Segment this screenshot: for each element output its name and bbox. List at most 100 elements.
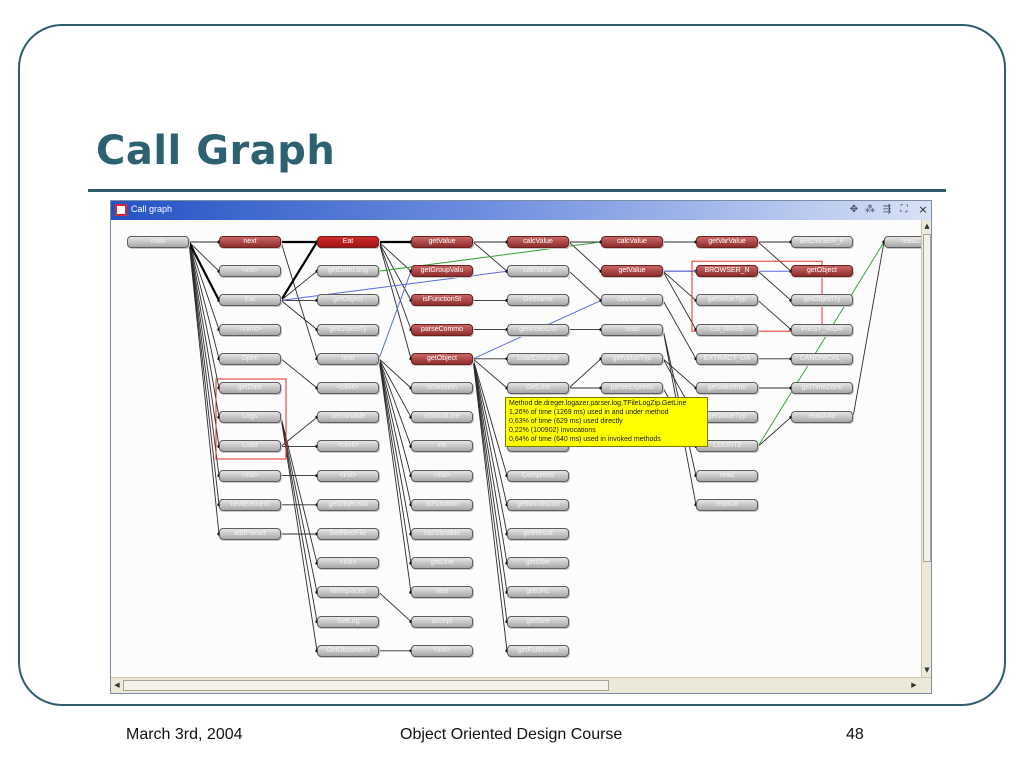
graph-node[interactable]: Logs <box>219 411 281 424</box>
graph-node[interactable]: GetName <box>507 294 569 307</box>
graph-node[interactable]: getValueInte <box>696 382 758 394</box>
horizontal-scrollbar[interactable]: ◀ ▶ <box>111 677 931 693</box>
expand-icon[interactable]: ⇶ <box>882 204 892 215</box>
layout-icon[interactable]: ✥ <box>849 204 859 215</box>
graph-node[interactable]: getSize <box>507 615 569 628</box>
graph-node[interactable]: getMonthCod <box>507 498 569 511</box>
graph-node[interactable]: Load <box>219 440 281 453</box>
graph-node[interactable]: accept <box>411 615 473 628</box>
graph-node[interactable]: GetLog <box>317 615 379 628</box>
graph-node[interactable]: getObjectTy <box>317 323 379 336</box>
graph-node[interactable]: <init> <box>411 469 473 482</box>
graph-node[interactable]: isSession <box>411 382 473 394</box>
graph-node[interactable]: nextElement <box>219 498 281 511</box>
window-titlebar[interactable]: Call graph ✥ ⁂ ⇶ ⛶ × <box>111 201 931 220</box>
scroll-left-icon[interactable]: ◀ <box>114 681 120 689</box>
graph-node[interactable]: calcValue <box>507 236 569 248</box>
graph-node[interactable]: <clinit> <box>219 323 281 336</box>
graph-node[interactable]: isGoodLine <box>411 411 473 424</box>
graph-node[interactable]: main <box>127 236 189 248</box>
close-icon[interactable]: × <box>918 203 928 216</box>
graph-node[interactable]: getValue <box>411 236 473 248</box>
graph-node[interactable]: getGroupValu <box>411 265 473 278</box>
graph-node[interactable]: getValueTyp <box>601 352 663 365</box>
graph-node[interactable]: getLine <box>411 557 473 570</box>
graph-node[interactable]: FIRST_WOR <box>791 323 853 336</box>
graph-node[interactable]: getValueTyp <box>696 411 758 424</box>
graph-node[interactable]: getDate <box>219 382 281 394</box>
graph-node[interactable]: <init> <box>317 557 379 570</box>
graph-node[interactable]: getVarValue <box>696 236 758 248</box>
graph-node[interactable]: addParser <box>219 528 281 540</box>
graph-node[interactable]: getUser <box>507 557 569 570</box>
graph-node[interactable]: Compress <box>507 469 569 482</box>
scroll-up-icon[interactable]: ▲ <box>924 222 930 230</box>
graph-node[interactable]: parseCommo <box>411 323 473 336</box>
vertical-scrollbar[interactable]: ▲ ▼ <box>921 220 931 677</box>
vertical-scroll-thumb[interactable] <box>923 234 931 562</box>
graph-node[interactable]: <init> <box>219 469 281 482</box>
graph-node[interactable]: isFunctionSt <box>411 294 473 307</box>
graph-node[interactable]: getObjectsla <box>317 498 379 511</box>
graph-node[interactable]: getTimeZone <box>791 382 853 394</box>
graph-node[interactable]: GetLine <box>507 382 569 394</box>
horizontal-scroll-thumb[interactable] <box>123 680 609 691</box>
graph-node[interactable]: IsFunction <box>411 498 473 511</box>
graph-node[interactable]: Eat <box>317 236 379 248</box>
graph-node[interactable]: GetNextFile <box>317 528 379 540</box>
graph-node[interactable]: hasVariable <box>411 528 473 540</box>
graph-node[interactable]: next <box>411 586 473 599</box>
graph-node[interactable]: CANONICAL_ <box>791 352 853 365</box>
graph-node[interactable]: <init> <box>317 469 379 482</box>
graph-node[interactable]: LoadDocume <box>507 352 569 365</box>
graph-node[interactable]: getObject <box>791 265 853 278</box>
call-edge <box>280 241 318 359</box>
graph-node[interactable]: <init> <box>411 644 473 657</box>
graph-node[interactable]: getValueTyp <box>696 294 758 307</box>
graph-node[interactable]: calcValue <box>601 236 663 248</box>
graph-node[interactable]: Eat <box>219 294 281 307</box>
call-edge <box>472 358 508 535</box>
graph-node[interactable]: read <box>601 323 663 336</box>
call-edge <box>662 358 697 389</box>
graph-node[interactable]: init <box>411 440 473 453</box>
graph-node[interactable]: getObject <box>317 294 379 307</box>
graph-node[interactable]: <clinit> <box>317 440 379 453</box>
graph-node[interactable]: GetDocument <box>317 644 379 657</box>
graph-node[interactable]: setVariable <box>317 411 379 424</box>
graph-node[interactable]: calcValue <box>601 294 663 307</box>
call-edge <box>280 417 318 564</box>
graph-node[interactable]: BROWSER_F <box>791 236 853 248</box>
zoom-icon[interactable]: ⁂ <box>865 204 875 215</box>
graph-node[interactable]: getObject <box>411 352 473 365</box>
filter-icon[interactable]: ⛶ <box>900 204 908 215</box>
graph-node[interactable]: <clinit> <box>317 382 379 394</box>
scroll-down-icon[interactable]: ▼ <box>924 666 930 674</box>
graph-node[interactable]: Open <box>219 352 281 365</box>
graph-node[interactable]: fillReplaces <box>317 586 379 599</box>
graph-node[interactable]: calcValue <box>507 265 569 278</box>
graph-node[interactable]: readAnd <box>791 411 853 424</box>
graph-node[interactable]: getValue <box>601 265 663 278</box>
graph-node[interactable]: read <box>696 469 758 482</box>
graph-node[interactable]: next <box>317 352 379 365</box>
call-edge <box>188 241 220 505</box>
graph-node[interactable]: getIndexList <box>507 323 569 336</box>
title-rule <box>88 189 946 192</box>
graph-node[interactable]: getURL <box>507 586 569 599</box>
graph-node[interactable]: <init> <box>219 265 281 278</box>
graph-node[interactable]: next <box>219 236 281 248</box>
graph-node[interactable]: readDir <box>696 498 758 511</box>
scroll-right-icon[interactable]: ▶ <box>911 681 917 689</box>
graph-node[interactable]: getResult <box>507 528 569 540</box>
highlighted-edge <box>378 271 412 359</box>
graph-node[interactable]: readCon <box>884 236 921 248</box>
graph-node[interactable]: OS_NAME <box>696 323 758 336</box>
graph-node[interactable]: getDateLong <box>317 265 379 278</box>
graph-node[interactable]: BROWSER_N <box>696 265 758 278</box>
graph-node[interactable]: parseExpress <box>601 382 663 394</box>
graph-node[interactable]: getFullBrows <box>507 644 569 657</box>
graph-node[interactable]: getObjectTy <box>791 294 853 307</box>
graph-node[interactable]: EXTRACT_DA <box>696 352 758 365</box>
